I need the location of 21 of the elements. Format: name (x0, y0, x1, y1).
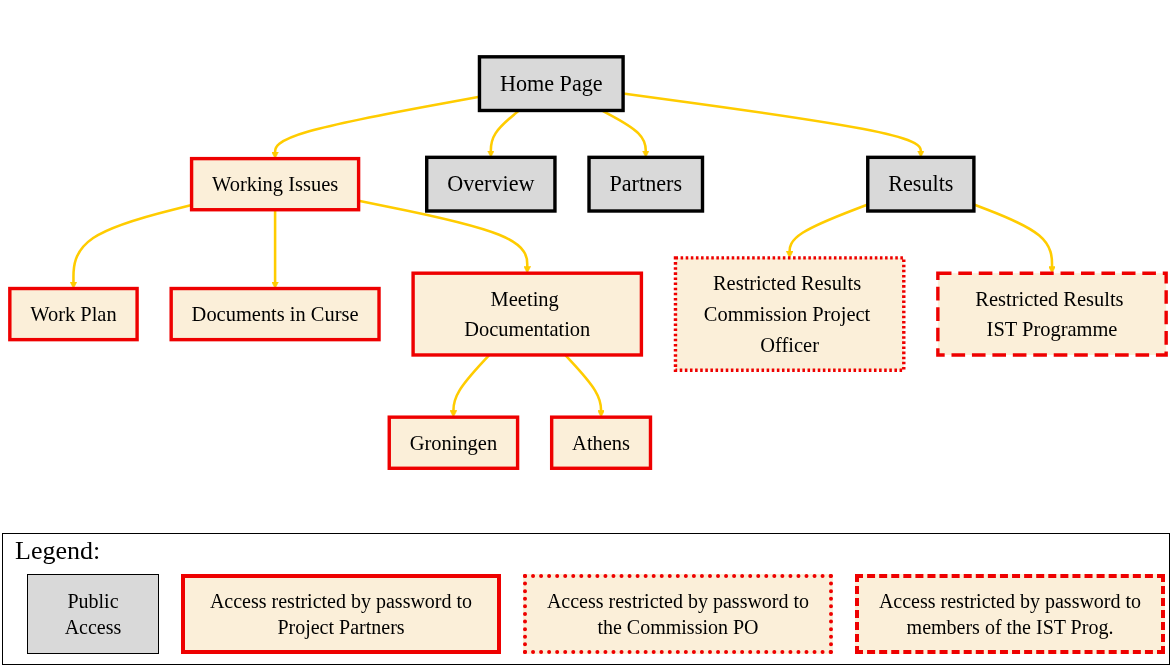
legend-swatch: Access restricted by password to members of the IST Prog. (855, 574, 1165, 654)
node-box (411, 271, 644, 357)
node-box (549, 415, 653, 470)
node-box (673, 256, 906, 372)
legend-swatch: Access restricted by password to Project Partners (181, 574, 501, 654)
node-box (425, 155, 557, 213)
arrow (564, 354, 605, 418)
arrow (449, 354, 491, 418)
node-box (477, 55, 625, 113)
node-box (169, 286, 381, 342)
node-box (936, 271, 1168, 357)
node-box (866, 155, 976, 213)
node-box (587, 155, 705, 213)
node-box (387, 415, 520, 470)
legend-swatch: Access restricted by password to the Commission PO (523, 574, 833, 654)
node-box (189, 156, 361, 212)
legend-swatch: Public Access (27, 574, 159, 654)
node-box (8, 286, 139, 342)
arrow (271, 209, 279, 289)
site-map-diagram: Home Page Working Issues Overview Partners Results Work Plan Documents in Curse Meeting Documentation Groningen Athens Restricted Results Commission Project Officer Restricted Results IST Programme (3, 49, 1173, 476)
legend-title: Legend: (15, 536, 101, 566)
